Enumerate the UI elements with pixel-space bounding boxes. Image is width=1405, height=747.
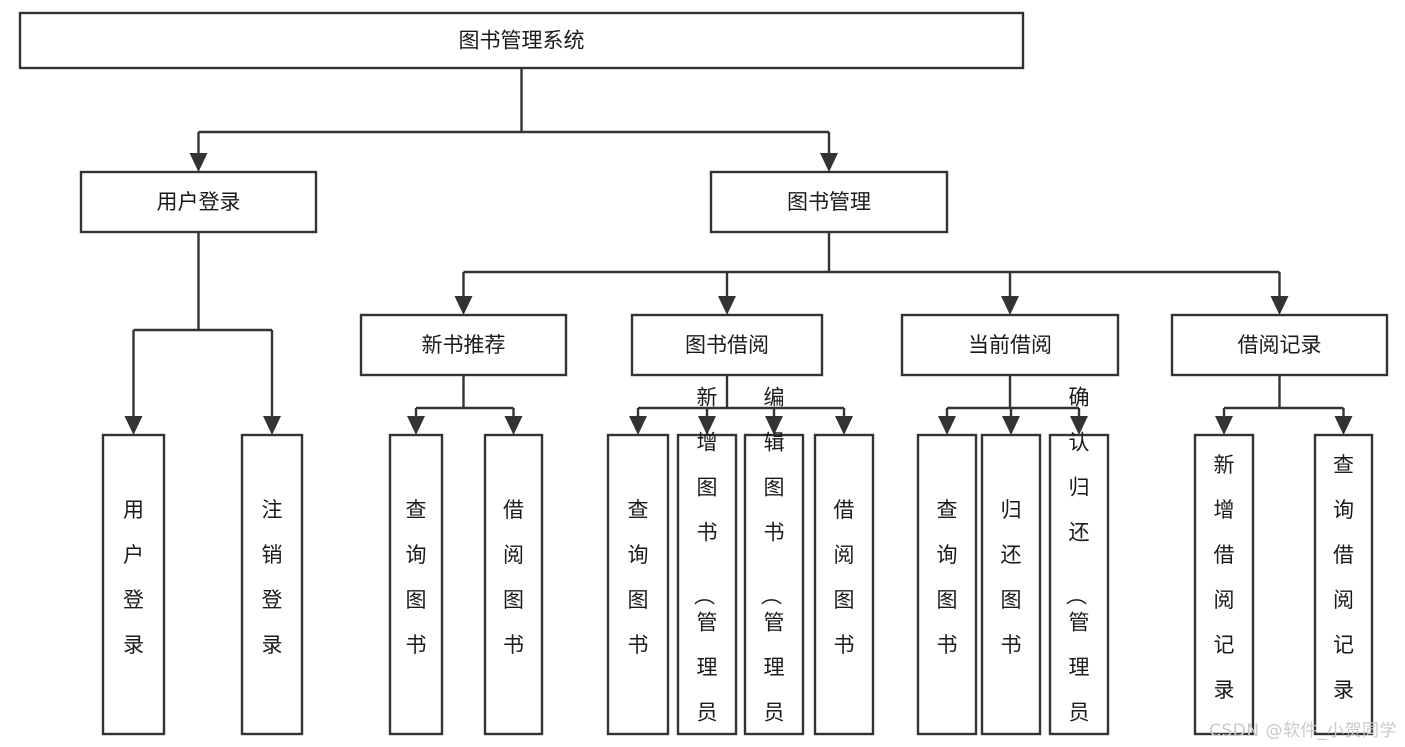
node-root-label: 图书管理系统 xyxy=(459,29,585,53)
node-level3-2-box[interactable] xyxy=(900,313,1120,377)
node-leaf-6-label: 编辑图书（管理员） xyxy=(759,386,785,747)
node-level3-3-label: 借阅记录 xyxy=(1238,333,1322,357)
node-root[interactable]: 图书管理系统 xyxy=(18,11,1025,70)
level3-0-to-leaves-arrowhead-0 xyxy=(407,416,425,435)
node-leaf-1-label: 注销登录 xyxy=(262,498,283,657)
node-leaf-7-label: 借阅图书 xyxy=(834,498,855,657)
user-login-to-leaves-arrowhead-1 xyxy=(263,416,281,435)
root-to-level2-arrowhead-1 xyxy=(820,153,838,172)
node-level3-3[interactable]: 借阅记录 xyxy=(1170,313,1389,377)
node-leaf-0-label: 用户登录 xyxy=(123,498,144,657)
node-level3-2-label: 当前借阅 xyxy=(968,333,1052,357)
node-leaf-5-box[interactable] xyxy=(676,433,738,736)
node-level3-0-label: 新书推荐 xyxy=(422,333,506,357)
node-leaf-4[interactable]: 查询图书 xyxy=(606,433,670,736)
node-level2-1-box[interactable] xyxy=(709,170,949,234)
node-leaf-10[interactable]: 确认归还（管理员） xyxy=(1048,386,1110,747)
node-leaf-10-label: 确认归还（管理员） xyxy=(1064,386,1090,747)
book-mgmt-to-level3-arrowhead-0 xyxy=(454,296,473,315)
node-leaf-5[interactable]: 新增图书（管理员） xyxy=(676,386,738,747)
node-leaf-12-label: 查询借阅记录 xyxy=(1333,453,1354,702)
node-leaf-7[interactable]: 借阅图书 xyxy=(813,433,875,736)
node-leaf-4-box[interactable] xyxy=(606,433,670,736)
node-leaf-3-label: 借阅图书 xyxy=(503,498,524,657)
node-leaf-2-box[interactable] xyxy=(388,433,444,736)
node-leaf-9-label: 归还图书 xyxy=(1001,498,1022,657)
node-level3-0-box[interactable] xyxy=(359,313,568,377)
node-leaf-9[interactable]: 归还图书 xyxy=(980,433,1042,736)
node-level3-1-label: 图书借阅 xyxy=(685,333,769,357)
node-level3-1-box[interactable] xyxy=(630,313,824,377)
node-level2-0-label: 用户登录 xyxy=(157,190,241,214)
level3-1-to-leaves-arrowhead-1 xyxy=(698,416,716,435)
node-leaf-11-box[interactable] xyxy=(1193,433,1255,736)
book-mgmt-to-level3-arrowhead-1 xyxy=(718,296,736,315)
node-leaf-5-label: 新增图书（管理员） xyxy=(692,386,718,747)
node-leaf-9-box[interactable] xyxy=(980,433,1042,736)
node-level3-0[interactable]: 新书推荐 xyxy=(359,313,568,377)
node-level2-1-label: 图书管理 xyxy=(787,190,871,214)
book-mgmt-to-level3-arrowhead-3 xyxy=(1270,296,1289,315)
level3-3-to-leaves-arrowhead-0 xyxy=(1215,416,1233,435)
node-level3-1[interactable]: 图书借阅 xyxy=(630,313,824,377)
node-leaf-12-box[interactable] xyxy=(1313,433,1374,736)
level3-1-to-leaves-arrowhead-0 xyxy=(629,416,647,435)
level3-2-to-leaves-arrowhead-2 xyxy=(1070,416,1088,435)
user-login-to-leaves-arrowhead-0 xyxy=(124,416,143,435)
node-leaf-8[interactable]: 查询图书 xyxy=(916,433,978,736)
node-leaf-1[interactable]: 注销登录 xyxy=(240,433,304,736)
connector-edges xyxy=(124,68,1353,435)
node-level3-3-box[interactable] xyxy=(1170,313,1389,377)
node-leaf-0-box[interactable] xyxy=(101,433,166,736)
node-leaf-4-label: 查询图书 xyxy=(628,498,649,657)
node-leaf-3[interactable]: 借阅图书 xyxy=(483,433,544,736)
level3-3-to-leaves-arrowhead-1 xyxy=(1334,416,1353,435)
node-level2-0[interactable]: 用户登录 xyxy=(79,170,318,234)
node-leaf-8-label: 查询图书 xyxy=(937,498,958,657)
level3-1-to-leaves-arrowhead-3 xyxy=(835,416,853,435)
node-leaf-11[interactable]: 新增借阅记录 xyxy=(1193,433,1255,736)
level3-2-to-leaves-arrowhead-0 xyxy=(938,416,956,435)
level3-0-to-leaves-arrowhead-1 xyxy=(504,416,523,435)
level3-2-to-leaves-arrowhead-1 xyxy=(1002,416,1020,435)
node-leaf-0[interactable]: 用户登录 xyxy=(101,433,166,736)
node-level2-1[interactable]: 图书管理 xyxy=(709,170,949,234)
level3-1-to-leaves-arrowhead-2 xyxy=(765,416,783,435)
node-boxes: 图书管理系统用户登录图书管理新书推荐图书借阅当前借阅借阅记录用户登录注销登录查询… xyxy=(18,11,1389,747)
node-root-box[interactable] xyxy=(18,11,1025,70)
node-leaf-3-box[interactable] xyxy=(483,433,544,736)
node-leaf-7-box[interactable] xyxy=(813,433,875,736)
node-leaf-2-label: 查询图书 xyxy=(406,498,427,657)
node-leaf-1-box[interactable] xyxy=(240,433,304,736)
node-level3-2[interactable]: 当前借阅 xyxy=(900,313,1120,377)
node-leaf-8-box[interactable] xyxy=(916,433,978,736)
book-mgmt-to-level3-arrowhead-2 xyxy=(1001,296,1019,315)
node-leaf-6-box[interactable] xyxy=(743,433,805,736)
root-to-level2-arrowhead-0 xyxy=(189,153,208,172)
node-leaf-6[interactable]: 编辑图书（管理员） xyxy=(743,386,805,747)
node-leaf-10-box[interactable] xyxy=(1048,433,1110,736)
node-leaf-11-label: 新增借阅记录 xyxy=(1214,453,1235,702)
node-leaf-12[interactable]: 查询借阅记录 xyxy=(1313,433,1374,736)
node-level2-0-box[interactable] xyxy=(79,170,318,234)
node-leaf-2[interactable]: 查询图书 xyxy=(388,433,444,736)
